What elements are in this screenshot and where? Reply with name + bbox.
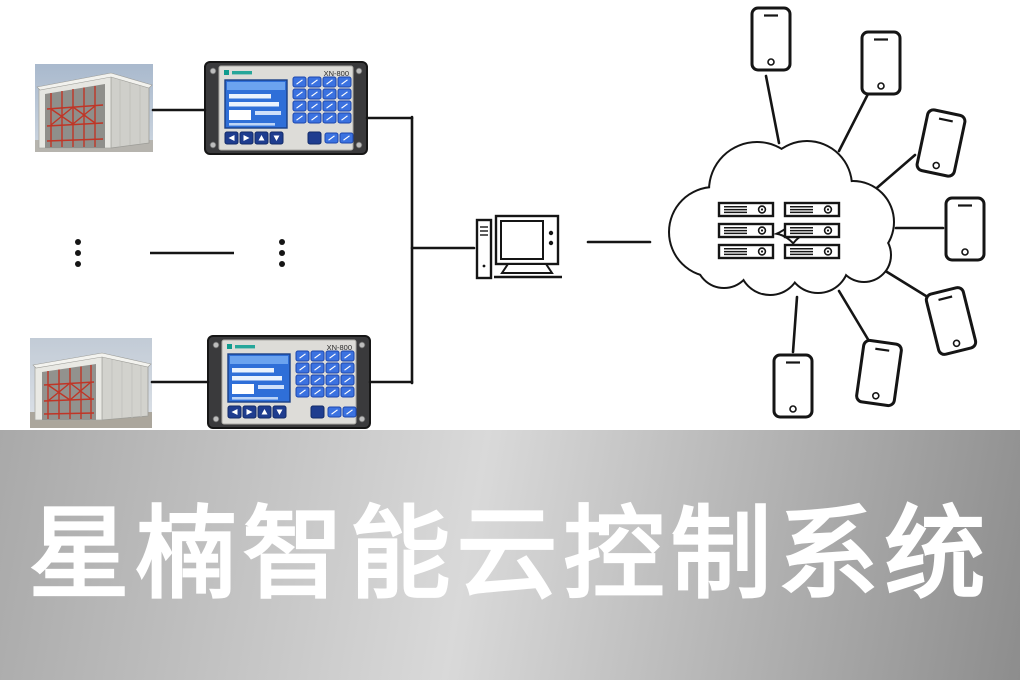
server-icon xyxy=(717,243,775,260)
connection-lines xyxy=(150,74,945,385)
smartphone-icon xyxy=(944,196,986,262)
cloud-icon xyxy=(668,140,895,296)
server-icon xyxy=(783,201,841,218)
server-icon xyxy=(783,243,841,260)
smartphone-icon xyxy=(914,107,968,179)
scaffold-structure xyxy=(43,365,95,419)
site-photo-bottom xyxy=(30,338,152,428)
server-icon xyxy=(783,222,841,239)
smartphone-icon xyxy=(750,6,792,72)
title-banner: 星楠智能云控制系统 xyxy=(0,430,1020,680)
smartphone-icon xyxy=(923,284,979,358)
site-photo-top xyxy=(35,64,153,152)
desktop-pc-icon xyxy=(475,214,562,280)
diagram-canvas: XN-800 xyxy=(30,6,986,430)
controller-unit-1 xyxy=(205,62,367,154)
more-units-dots xyxy=(75,239,285,267)
system-title: 星楠智能云控制系统 xyxy=(28,498,992,611)
architecture-diagram: XN-800 xyxy=(30,6,986,430)
smartphone-icon xyxy=(860,30,902,96)
server-icon xyxy=(717,201,775,218)
server-icon xyxy=(717,222,775,239)
controller-unit-2 xyxy=(208,336,370,428)
scaffold-structure xyxy=(46,86,104,147)
smartphone-icon xyxy=(772,353,814,419)
smartphone-icon xyxy=(854,338,904,408)
